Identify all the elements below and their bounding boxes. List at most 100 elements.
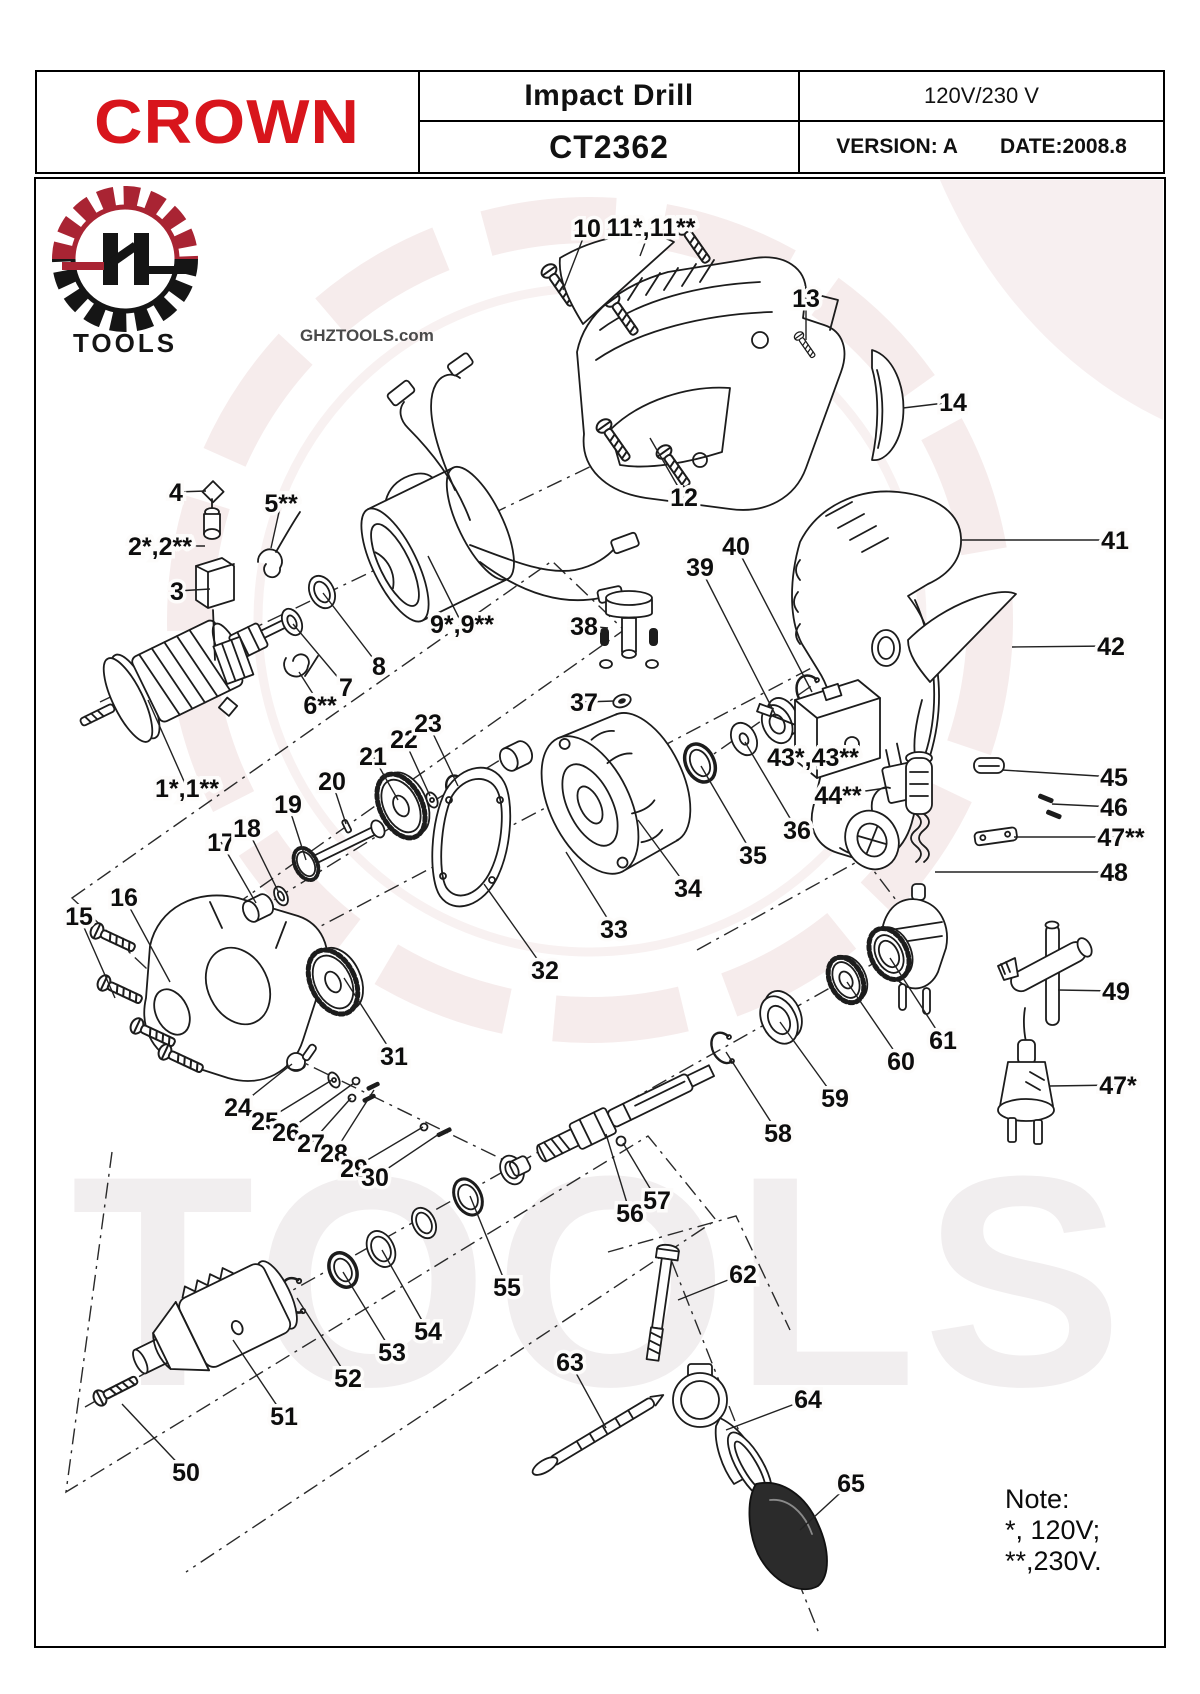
part-label-24: 24 — [224, 1094, 252, 1122]
part-label-45: 45 — [1100, 764, 1128, 792]
leader-line — [176, 588, 211, 592]
leader-line — [649, 437, 685, 498]
part-label-13: 13 — [792, 285, 820, 313]
voltage-cell: 120V/230 V — [800, 72, 1163, 122]
spindle-train-sketch — [536, 925, 914, 1163]
part-label-7: 7 — [339, 674, 353, 702]
spring-plate-11 — [558, 234, 675, 325]
leader-line — [565, 851, 615, 930]
part-label-19: 19 — [274, 791, 302, 819]
note-title: Note: — [1005, 1484, 1070, 1514]
part-label-64: 64 — [794, 1386, 822, 1414]
leader-line — [799, 1482, 852, 1531]
title-block: CROWN Impact Drill 120V/230 V CT2362 VER… — [35, 70, 1165, 174]
leader-line — [889, 957, 944, 1041]
part-label-50: 50 — [172, 1459, 200, 1487]
part-label-56: 56 — [616, 1200, 644, 1228]
part-label-51: 51 — [270, 1403, 298, 1431]
chuck-sketch — [132, 1260, 298, 1375]
leader-line — [287, 803, 307, 861]
leader-line — [147, 699, 188, 789]
ghz-logo — [52, 186, 198, 332]
leader-line — [700, 765, 754, 856]
leader-line — [1011, 645, 1112, 648]
screw-50 — [90, 1371, 142, 1409]
leader-line — [846, 981, 902, 1062]
date-value: DATE:2008.8 — [999, 135, 1127, 158]
part-label-12: 12 — [670, 484, 698, 512]
leader-line — [622, 1142, 658, 1201]
part-label-26: 26 — [272, 1119, 300, 1147]
part-label-4: 4 — [169, 479, 183, 507]
leader-line — [1049, 1084, 1119, 1087]
part-label-40: 40 — [722, 533, 750, 561]
version-value: VERSION: A — [836, 135, 958, 158]
leader-line — [121, 1403, 187, 1473]
part-label-16: 16 — [110, 884, 138, 912]
leader-line — [1051, 803, 1115, 808]
voltage-value: 120V/230 V — [924, 83, 1039, 108]
ghz-logo-caption: TOOLS — [72, 328, 178, 358]
leader-line — [562, 227, 588, 291]
leader-line — [78, 915, 116, 999]
leader-line — [310, 1097, 352, 1144]
leader-line — [725, 1398, 809, 1431]
cord-assembly-sketch — [844, 699, 1062, 1015]
gear-case-sketch — [143, 894, 329, 1082]
part-label-53: 53 — [378, 1339, 406, 1367]
handle-clamp-sketch — [672, 1363, 757, 1485]
part-label-30: 30 — [361, 1164, 389, 1192]
part-label-23: 23 — [414, 710, 442, 738]
leader-line — [837, 787, 887, 796]
leader-line — [725, 1051, 779, 1134]
ghz-monogram — [62, 233, 187, 285]
leader-line — [1001, 769, 1115, 778]
leader-line — [246, 827, 280, 894]
model-cell: CT2362 — [420, 122, 800, 172]
part-label-22: 22 — [390, 726, 418, 754]
part-label-60: 60 — [887, 1048, 915, 1076]
leader-line — [353, 1126, 424, 1169]
leader-line — [333, 1089, 375, 1154]
part-label-37: 37 — [570, 689, 598, 717]
part-label-31: 31 — [380, 1043, 408, 1071]
part-label-35: 35 — [739, 842, 767, 870]
part-label-22: 2*,2** — [128, 533, 192, 561]
part-label-29: 29 — [340, 1155, 368, 1183]
side-handle-sketch — [727, 1431, 828, 1591]
part-label-5: 5** — [264, 490, 298, 518]
stator-sketch — [360, 352, 640, 623]
screw-15 — [87, 920, 139, 957]
part-label-17: 17 — [207, 829, 235, 857]
leader-line — [331, 780, 347, 825]
part-label-33: 33 — [600, 916, 628, 944]
part-label-48: 48 — [1100, 859, 1128, 887]
depth-rod-sketch — [531, 1394, 665, 1476]
part-label-61: 61 — [929, 1027, 957, 1055]
part-label-18: 18 — [233, 815, 261, 843]
screw-15 — [94, 972, 146, 1009]
brand-cell: CROWN — [37, 72, 420, 172]
leader-line — [427, 555, 463, 625]
part-label-25: 25 — [251, 1108, 279, 1136]
leader-line — [123, 896, 171, 983]
part-label-46: 46 — [1100, 794, 1128, 822]
leader-line — [699, 566, 777, 717]
part-label-38: 38 — [570, 613, 598, 641]
part-label-15: 15 — [65, 903, 93, 931]
part-label-55: 55 — [493, 1274, 521, 1302]
nut-37 — [612, 693, 632, 709]
leader-line — [296, 1297, 349, 1379]
part-label-4343: 43*,43** — [767, 744, 859, 772]
leader-line — [374, 1131, 443, 1178]
part-label-10: 10 — [573, 215, 601, 243]
leader-line — [637, 819, 689, 889]
seal-35 — [682, 742, 718, 784]
leader-line — [381, 1249, 429, 1332]
leader-line — [285, 1082, 355, 1133]
part-label-42: 42 — [1097, 633, 1125, 661]
leader-line — [237, 1063, 293, 1108]
impact-knob-38 — [599, 590, 659, 669]
